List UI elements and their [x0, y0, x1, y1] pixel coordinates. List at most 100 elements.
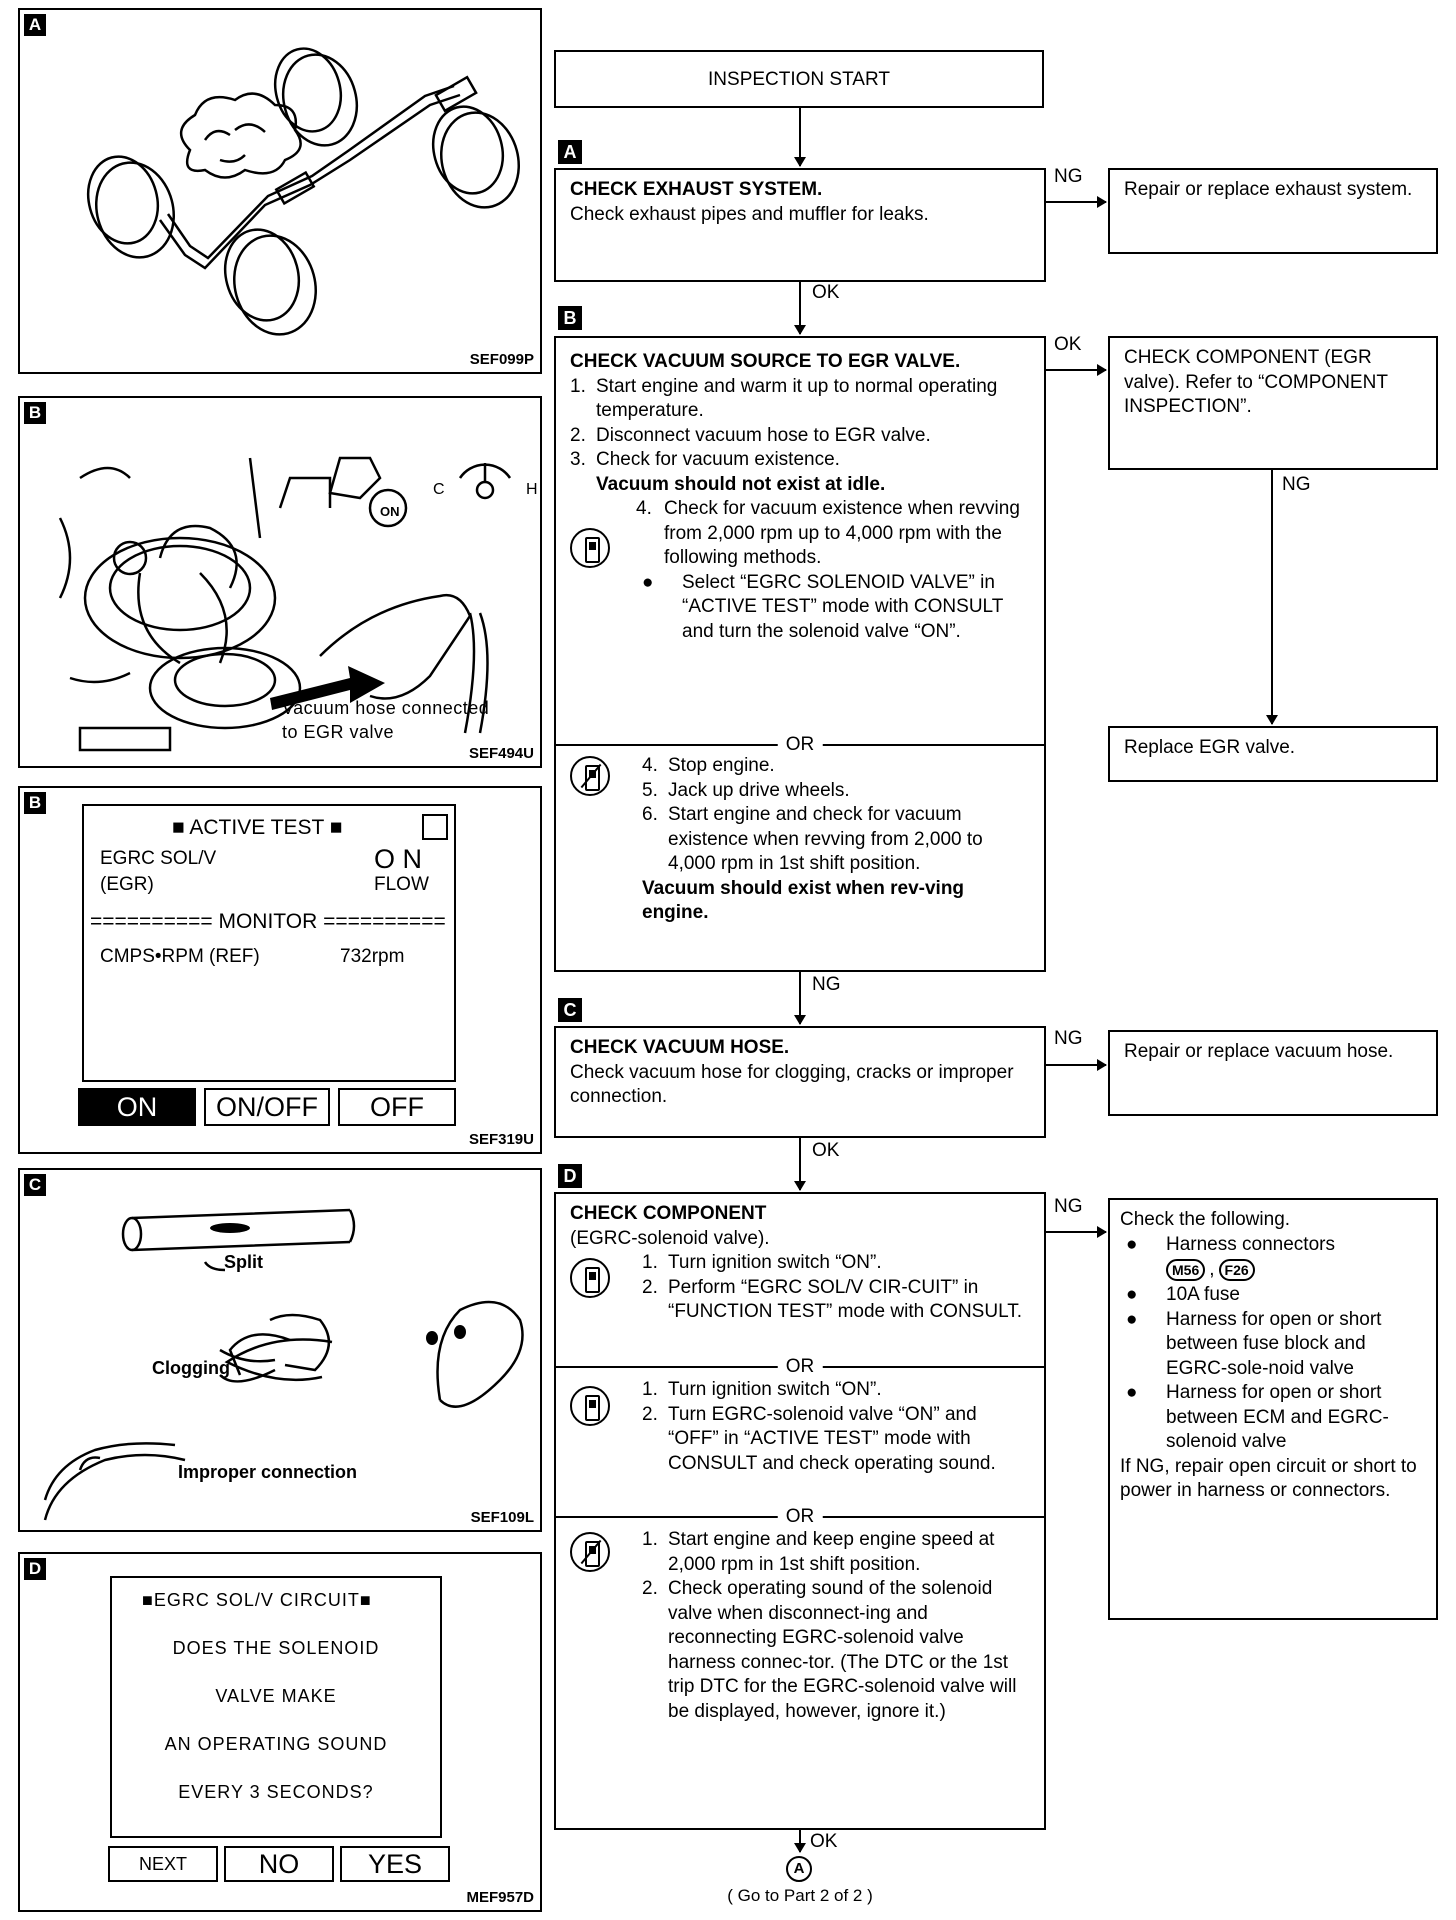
- step-b-bullet: ● Select “EGRC SOLENOID VALVE” in “ACTIV…: [570, 571, 1030, 645]
- step-b-note-1: Vacuum should not exist at idle.: [596, 473, 886, 495]
- panel-letter: B: [24, 402, 46, 424]
- on-off-button[interactable]: ON/OFF: [204, 1088, 330, 1126]
- step-a-ng-result: Repair or replace exhaust system.: [1108, 168, 1438, 254]
- list-item: 6. Start engine and check for vacuum exis…: [642, 803, 1030, 877]
- monitor-divider: ========== MONITOR ==========: [90, 910, 446, 933]
- ng-footer: If NG, repair open circuit or short to p…: [1120, 1455, 1417, 1502]
- step-d-section-2: 1.Turn ignition switch “ON”. 2. Turn EGRC…: [556, 1378, 1044, 1476]
- connector-a-symbol: A: [786, 1856, 812, 1882]
- ng-bullet: ● Harness for open or short between ECM …: [1120, 1381, 1426, 1455]
- step-d-section-3: 1.Start engine and keep engine speed at …: [556, 1528, 1044, 1724]
- no-button[interactable]: NO: [224, 1846, 334, 1882]
- item-text: Start engine and check for vacuum existe…: [668, 804, 983, 874]
- figure-id: SEF494U: [468, 745, 534, 762]
- item-number: 4.: [636, 498, 652, 519]
- vacuum-hose-illustration: [43, 1208, 524, 1521]
- step-a-ok-label: OK: [812, 282, 840, 303]
- bullet-text: Harness for open or short between ECM an…: [1166, 1382, 1389, 1452]
- no-consult-icon: [570, 1532, 610, 1572]
- bullet-mark: ●: [1126, 1382, 1138, 1403]
- step-d-section-1: CHECK COMPONENT (EGRC-solenoid valve). 1…: [556, 1202, 1044, 1325]
- connector-m56: M56: [1166, 1259, 1206, 1281]
- step-c-ng-result: Repair or replace vacuum hose.: [1108, 1030, 1438, 1116]
- improper-connection-label: Improper connection: [178, 1462, 358, 1482]
- next-button[interactable]: NEXT: [108, 1846, 218, 1882]
- figure-id: MEF957D: [466, 1889, 534, 1906]
- screen-line-1: DOES THE SOLENOID: [172, 1638, 380, 1658]
- step-d-title: CHECK COMPONENT: [570, 1203, 767, 1224]
- list-item: 1.Turn ignition switch “ON”.: [642, 1378, 1030, 1403]
- item-text: Turn EGRC-solenoid valve “ON” and “OFF” …: [668, 1403, 996, 1474]
- item-number: 5.: [642, 779, 658, 801]
- step-c-title: CHECK VACUUM HOSE.: [570, 1037, 790, 1058]
- item-text: Start engine and warm it up to normal op…: [596, 375, 998, 422]
- ng-bullet: ● Harness for open or short between fuse…: [1120, 1308, 1426, 1382]
- step-b-ng-label: NG: [812, 974, 841, 995]
- figure-panel-b-engine: B ON C H Vacuum hose connected to EGR va…: [18, 396, 542, 768]
- list-item: 2.Perform “EGRC SOL/V CIR-CUIT” in “FUNC…: [642, 1276, 1030, 1325]
- consult-icon: [570, 1258, 610, 1298]
- key-on-label: ON: [380, 504, 400, 519]
- connector-separator: ,: [1209, 1258, 1215, 1280]
- bullet-text: 10A fuse: [1166, 1284, 1240, 1305]
- item-number: 1.: [642, 1379, 658, 1400]
- clogging-label: Clogging: [152, 1358, 230, 1378]
- step-b-ok-result: CHECK COMPONENT (EGR valve). Refer to “C…: [1108, 336, 1438, 470]
- gauge-c-label: C: [433, 481, 445, 498]
- gauge-h-label: H: [526, 481, 538, 498]
- step-a-ng-result-text: Repair or replace exhaust system.: [1124, 179, 1413, 200]
- bullet-text: Harness connectors: [1166, 1233, 1335, 1255]
- bullet-text: Select “EGRC SOLENOID VALVE” in “ACTIVE …: [682, 571, 1003, 642]
- item-label-1: EGRC SOL/V: [100, 848, 217, 869]
- split-label: Split: [224, 1252, 263, 1272]
- item-number: 1.: [570, 375, 586, 397]
- ng-check-title: Check the following.: [1120, 1209, 1291, 1230]
- step-d-list-1: 1.Turn ignition switch “ON”. 2.Perform “…: [570, 1251, 1030, 1325]
- step-c-ng-label: NG: [1054, 1028, 1083, 1049]
- figure-id: SEF099P: [469, 351, 534, 368]
- step-b-section-2: 4.Stop engine. 5.Jack up drive wheels. 6…: [556, 754, 1044, 926]
- on-button[interactable]: ON: [78, 1088, 196, 1126]
- list-item: 1. Start engine and warm it up to normal …: [570, 375, 1030, 424]
- screen-line-2: VALVE MAKE: [215, 1686, 337, 1706]
- item-text: Stop engine.: [668, 755, 775, 776]
- or-divider: OR: [556, 1505, 1044, 1530]
- step-d-box: CHECK COMPONENT (EGRC-solenoid valve). 1…: [554, 1192, 1046, 1830]
- step-a-ng-label: NG: [1054, 166, 1083, 187]
- step-b-alt-list: 4.Stop engine. 5.Jack up drive wheels. 6…: [642, 754, 1030, 877]
- step-b-section-1: CHECK VACUUM SOURCE TO EGR VALVE. 1.Star…: [556, 350, 1044, 644]
- step-d-subtitle: (EGRC-solenoid valve).: [570, 1227, 770, 1249]
- list-item: 2.Disconnect vacuum hose to EGR valve.: [570, 424, 1030, 449]
- off-button[interactable]: OFF: [338, 1088, 456, 1126]
- panel-letter: D: [24, 1558, 46, 1580]
- screen-line-3: AN OPERATING SOUND: [164, 1734, 388, 1754]
- yes-button[interactable]: YES: [340, 1846, 450, 1882]
- list-item: 1.Turn ignition switch “ON”.: [642, 1251, 1030, 1276]
- step-c-letter: C: [558, 998, 582, 1022]
- checkbox-icon: [422, 814, 448, 840]
- bullet-mark: ●: [1126, 1233, 1138, 1255]
- panel-letter: B: [24, 792, 46, 814]
- consult-icon: [570, 1386, 610, 1426]
- list-item: 3.Check for vacuum existence.: [570, 448, 1030, 473]
- item-number: 2.: [642, 1403, 658, 1425]
- step-d-list-3: 1.Start engine and keep engine speed at …: [642, 1528, 1030, 1724]
- item-label-2: (EGR): [100, 874, 154, 895]
- step-b-letter: B: [558, 306, 582, 330]
- item-number: 6.: [642, 804, 658, 825]
- screen-title: ■ ACTIVE TEST ■: [172, 816, 343, 839]
- inspection-start-box: INSPECTION START: [554, 50, 1044, 108]
- start-label: INSPECTION START: [708, 69, 890, 90]
- figure-panel-b-consult: B ■ ACTIVE TEST ■ EGRC SOL/V (EGR) O N F…: [18, 786, 542, 1154]
- step-b-item-4: 4. Check for vacuum existence when revvi…: [570, 497, 1030, 571]
- list-item: 2.Check operating sound of the solenoid …: [642, 1577, 1030, 1724]
- figure-panel-c: C Split Clogging Improper connection SEF…: [18, 1168, 542, 1532]
- egr-valve-illustration: ON C H: [58, 456, 538, 752]
- panel-letter: A: [24, 14, 46, 36]
- connector-f26: F26: [1218, 1259, 1255, 1281]
- step-b-list: 1. Start engine and warm it up to normal …: [570, 375, 1030, 473]
- or-label: OR: [777, 1505, 823, 1530]
- caption-line-2: to EGR valve: [282, 722, 395, 742]
- step-c-text: Check vacuum hose for clogging, cracks o…: [570, 1061, 1014, 1108]
- step-a-box: CHECK EXHAUST SYSTEM. Check exhaust pipe…: [554, 168, 1046, 282]
